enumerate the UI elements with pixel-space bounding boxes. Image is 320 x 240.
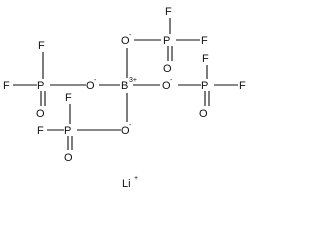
oxygen-left-charge: - — [94, 77, 97, 84]
fluorine-top-up: F — [165, 6, 172, 18]
oxygen-left: O — [86, 80, 95, 92]
fluorine-right-side: F — [239, 80, 246, 92]
oxygen-bottom: O — [121, 125, 130, 137]
structure-diagram: B 3+ O - O - O - O - P F F O P F F O P F… — [3, 6, 246, 190]
boron-atom: B — [121, 80, 128, 92]
phosphorus-left: P — [37, 80, 44, 92]
oxo-bottom: O — [64, 152, 73, 164]
atoms: B 3+ O - O - O - O - P F F O P F F O P F… — [3, 6, 246, 190]
oxygen-right-charge: - — [170, 77, 173, 84]
fluorine-bottom-side: F — [37, 125, 44, 137]
oxygen-top: O — [121, 35, 130, 47]
oxo-left: O — [36, 108, 45, 120]
fluorine-left-side: F — [3, 80, 10, 92]
lithium-charge: + — [134, 175, 138, 182]
fluorine-bottom-up: F — [65, 92, 72, 104]
fluorine-top-side: F — [201, 35, 208, 47]
phosphorus-bottom: P — [64, 125, 71, 137]
fluorine-right-up: F — [202, 53, 209, 65]
oxygen-right: O — [162, 80, 171, 92]
oxygen-bottom-charge: - — [129, 122, 132, 129]
oxo-top: O — [163, 63, 172, 75]
fluorine-left-up: F — [38, 40, 45, 52]
boron-charge: 3+ — [129, 77, 137, 84]
phosphorus-top: P — [163, 35, 170, 47]
bonds — [13, 18, 238, 150]
phosphorus-right: P — [201, 80, 208, 92]
oxygen-top-charge: - — [129, 32, 132, 39]
oxo-right: O — [199, 108, 208, 120]
lithium-ion: Li — [122, 178, 131, 190]
